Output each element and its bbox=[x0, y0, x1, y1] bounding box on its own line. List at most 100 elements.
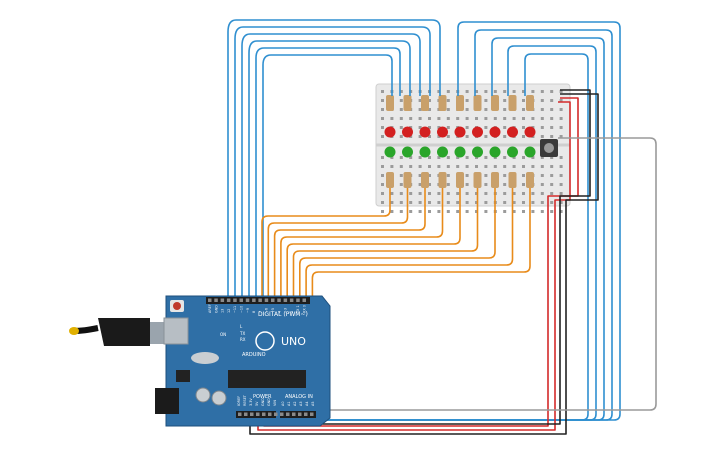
pin-label: A3 bbox=[299, 402, 303, 406]
breadboard-hole bbox=[522, 135, 525, 138]
breadboard-hole bbox=[550, 135, 554, 138]
breadboard-hole bbox=[550, 117, 554, 120]
breadboard-hole bbox=[446, 126, 450, 129]
breadboard-hole bbox=[446, 135, 450, 138]
blue-wire bbox=[248, 40, 411, 298]
breadboard-hole bbox=[540, 99, 544, 102]
breadboard-hole bbox=[428, 183, 431, 186]
green-led bbox=[437, 146, 448, 158]
red-led bbox=[384, 126, 396, 138]
breadboard-hole bbox=[381, 183, 384, 186]
breadboard-hole bbox=[503, 165, 507, 168]
breadboard-hole bbox=[503, 192, 507, 195]
breadboard-hole bbox=[503, 99, 507, 102]
breadboard-hole bbox=[503, 174, 507, 177]
breadboard-hole bbox=[446, 99, 450, 102]
breadboard-hole bbox=[512, 156, 516, 159]
breadboard-hole bbox=[522, 108, 525, 111]
breadboard-hole bbox=[437, 135, 441, 138]
green-led bbox=[384, 146, 396, 158]
breadboard-hole bbox=[531, 192, 535, 195]
blue-wire bbox=[241, 33, 421, 298]
breadboard-hole bbox=[559, 165, 563, 168]
breadboard-hole bbox=[550, 165, 554, 168]
analog-header-label: ANALOG IN bbox=[285, 394, 313, 400]
breadboard-hole bbox=[550, 192, 554, 195]
breadboard-hole bbox=[409, 156, 413, 159]
resistor-top bbox=[403, 95, 412, 111]
pin-label: A1 bbox=[287, 402, 291, 406]
breadboard-hole bbox=[390, 201, 394, 204]
pushbutton-cap[interactable] bbox=[544, 143, 554, 153]
green-led bbox=[472, 146, 483, 158]
breadboard-hole bbox=[550, 99, 554, 102]
breadboard-hole bbox=[381, 126, 384, 129]
red-leds bbox=[384, 126, 536, 138]
breadboard-hole bbox=[456, 117, 460, 120]
arduino-uno-board: DIGITAL (PWM~) UNO ARDUINO POWER ANALOG … bbox=[155, 295, 331, 427]
breadboard-hole bbox=[484, 174, 488, 177]
breadboard-hole bbox=[475, 117, 478, 120]
digital-header-pin bbox=[302, 298, 306, 302]
breadboard-hole bbox=[465, 156, 469, 159]
breadboard-hole bbox=[531, 117, 535, 120]
digital-header-pin bbox=[289, 298, 294, 302]
digital-header-pin bbox=[264, 298, 269, 302]
digital-header-pin bbox=[252, 298, 256, 302]
blue-wire bbox=[305, 21, 621, 421]
bottom-header-pin bbox=[262, 412, 266, 416]
red-led bbox=[402, 126, 413, 138]
on-led-label: ON bbox=[220, 332, 226, 337]
bottom-header-pin bbox=[304, 412, 308, 416]
breadboard-hole bbox=[399, 108, 403, 111]
breadboard-hole bbox=[465, 201, 469, 204]
breadboard-hole bbox=[503, 183, 507, 186]
breadboard-hole bbox=[465, 174, 469, 177]
digital-header-label: DIGITAL (PWM~) bbox=[258, 311, 308, 318]
pin-label: GND bbox=[267, 398, 271, 406]
digital-header bbox=[206, 297, 310, 304]
breadboard-hole bbox=[522, 201, 525, 204]
breadboard-hole bbox=[531, 201, 535, 204]
breadboard-hole bbox=[465, 165, 469, 168]
resistor-bottom bbox=[526, 172, 534, 188]
green-leds bbox=[384, 146, 536, 158]
breadboard-hole bbox=[418, 135, 422, 138]
breadboard-hole bbox=[390, 165, 394, 168]
breadboard-hole bbox=[503, 135, 507, 138]
breadboard-hole bbox=[446, 183, 450, 186]
atmega-chip bbox=[228, 370, 306, 388]
breadboard-hole bbox=[465, 99, 469, 102]
red-led bbox=[472, 126, 483, 138]
rx-led-label: RX bbox=[240, 337, 246, 342]
breadboard-hole bbox=[531, 210, 535, 213]
red-led bbox=[507, 126, 518, 138]
breadboard-hole bbox=[540, 126, 544, 129]
breadboard-hole bbox=[550, 210, 554, 213]
breadboard-hole bbox=[428, 210, 431, 213]
breadboard-hole bbox=[456, 165, 460, 168]
breadboard-hole bbox=[475, 210, 478, 213]
red-led bbox=[524, 126, 536, 138]
breadboard-hole bbox=[522, 165, 525, 168]
breadboard-hole bbox=[475, 192, 478, 195]
breadboard-hole bbox=[418, 210, 422, 213]
breadboard-hole bbox=[512, 117, 516, 120]
digital-header-pin bbox=[233, 298, 237, 302]
breadboard-hole bbox=[409, 165, 413, 168]
resistor-top bbox=[421, 95, 429, 111]
pin-label: TX 1 bbox=[296, 305, 300, 314]
breadboard-hole bbox=[465, 90, 469, 93]
reset-button[interactable] bbox=[173, 302, 181, 310]
pin-label: ~3 bbox=[284, 308, 288, 313]
breadboard-hole bbox=[381, 192, 384, 195]
red-led bbox=[489, 126, 501, 138]
bottom-header-pin bbox=[286, 412, 290, 416]
pushbutton[interactable] bbox=[540, 139, 558, 157]
blue-wire bbox=[255, 47, 401, 298]
breadboard-hole bbox=[399, 165, 403, 168]
breadboard-hole bbox=[540, 108, 544, 111]
